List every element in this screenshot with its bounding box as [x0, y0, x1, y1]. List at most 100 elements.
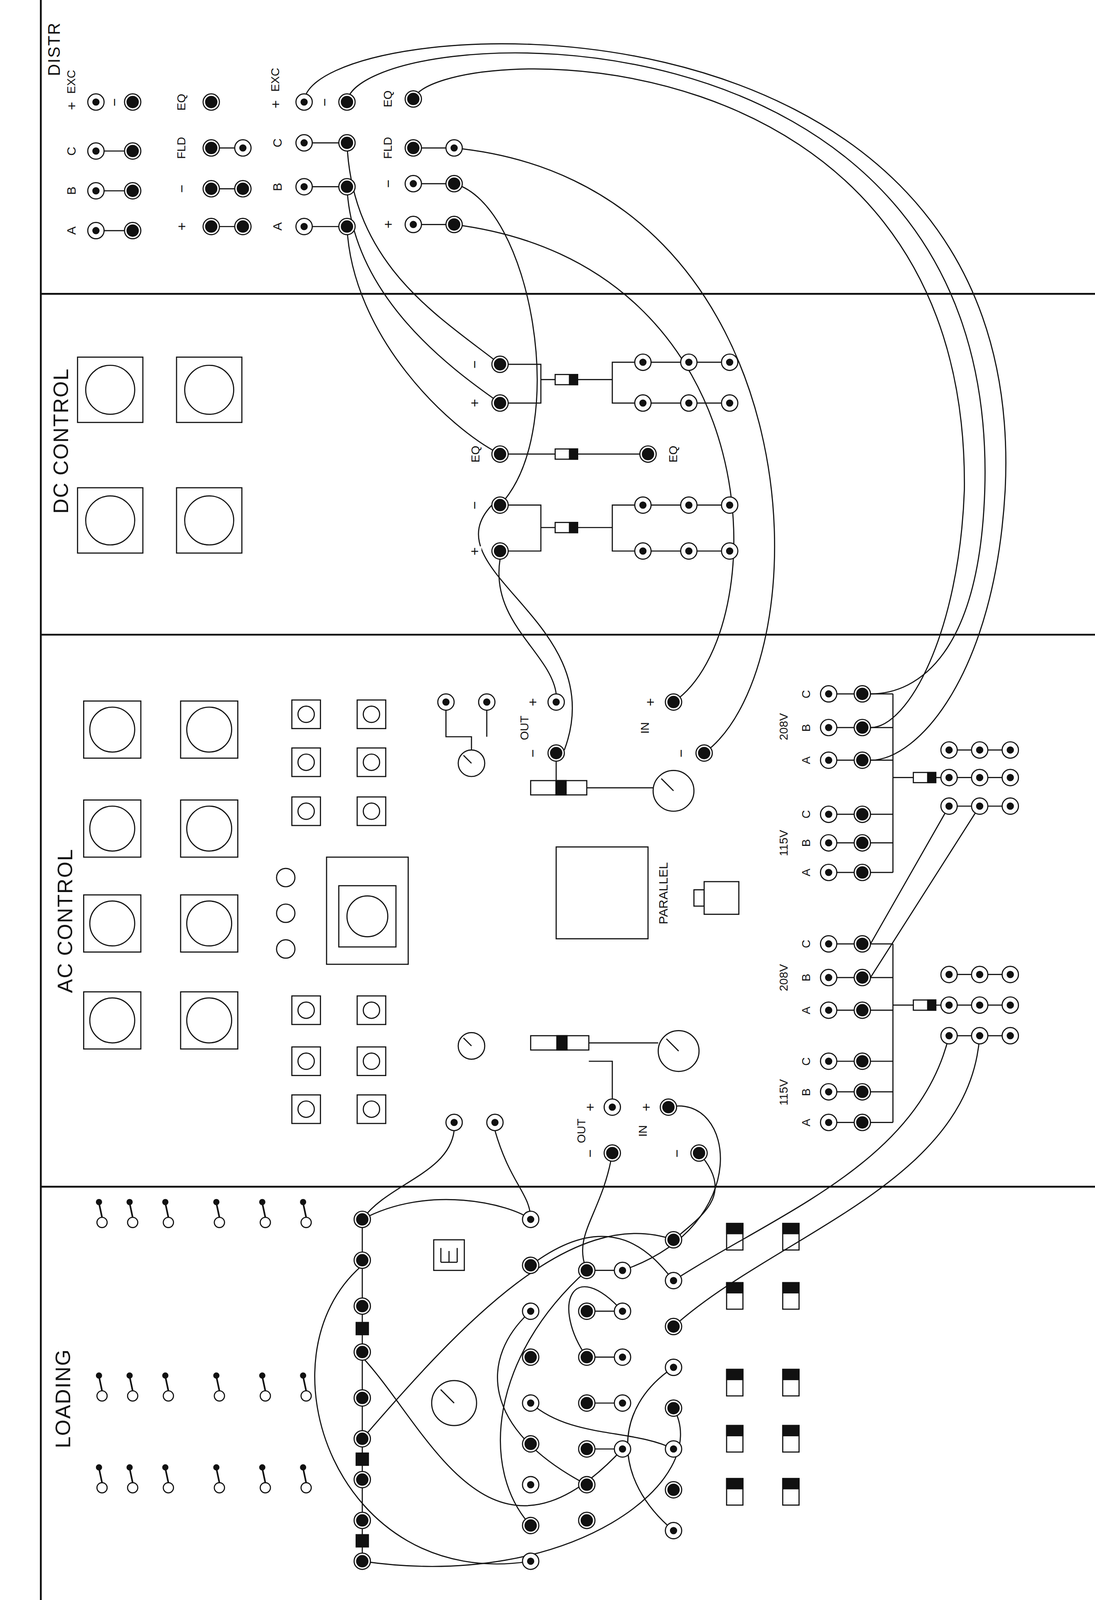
toggle-tip	[127, 1464, 133, 1470]
plug-resistor-cap	[569, 374, 578, 385]
terminal-center	[356, 1213, 369, 1225]
toggle-lever	[129, 1203, 133, 1218]
terminal-center	[494, 545, 506, 557]
terminal-center	[1007, 1001, 1014, 1009]
polarity-sign: +	[467, 397, 482, 408]
terminal-jack	[854, 1053, 871, 1070]
phase-label: C	[271, 137, 284, 149]
toggle-tip	[96, 1199, 102, 1205]
terminal-center	[1007, 1032, 1014, 1039]
phase-label: A	[800, 755, 813, 766]
terminal-center	[527, 1308, 534, 1315]
terminal-center	[825, 1058, 832, 1065]
terminal-center	[1007, 971, 1014, 978]
bus-link	[870, 1121, 894, 1123]
bus-link	[870, 871, 894, 874]
polarity-sign: +	[268, 99, 283, 110]
jumper-link	[957, 776, 972, 779]
terminal-center	[356, 1432, 369, 1444]
terminal-jack	[491, 394, 509, 411]
patch-cord	[673, 1035, 980, 1327]
small-control-plate	[292, 796, 321, 826]
toggle-lever	[216, 1468, 220, 1483]
terminal-center	[494, 358, 506, 370]
terminal-center	[93, 187, 100, 194]
terminal-center	[619, 1353, 626, 1361]
jumper-link	[104, 230, 125, 232]
plug-resistor-cap	[927, 772, 936, 783]
small-control	[297, 753, 315, 771]
terminal-jack	[491, 355, 509, 373]
terminal-center	[525, 1259, 537, 1271]
terminal-label: EQ	[175, 92, 188, 111]
terminal-jack	[522, 1552, 539, 1569]
jumper-link	[836, 871, 855, 874]
dial-pointer	[440, 1389, 455, 1403]
terminal-center	[619, 1308, 626, 1315]
slide-control-tab	[556, 1035, 568, 1050]
terminal-jack	[353, 1512, 371, 1529]
terminal-jack	[971, 797, 988, 815]
small-control	[297, 802, 315, 820]
terminal-jack	[338, 93, 356, 111]
toggle-base	[214, 1217, 225, 1228]
small-control-plate	[292, 1046, 321, 1076]
phase-label: A	[800, 867, 813, 878]
toggle-base	[214, 1390, 225, 1402]
plug-resistor-cap	[569, 449, 578, 460]
terminal-jack	[353, 1297, 371, 1314]
phase-label: B	[800, 722, 813, 733]
terminal-center	[856, 971, 868, 983]
phase-label: B	[800, 972, 813, 983]
toggle-base	[127, 1217, 138, 1228]
terminal-jack	[578, 1512, 595, 1529]
plug-resistor	[554, 374, 578, 385]
terminal-center	[825, 1088, 832, 1095]
patch-cord	[362, 1130, 455, 1220]
plug-resistor	[913, 772, 936, 783]
terminal-center	[1007, 802, 1014, 810]
bus-link	[893, 1004, 914, 1006]
terminal-jack	[721, 394, 738, 411]
terminal-jack	[405, 175, 422, 192]
terminal-jack	[486, 1114, 504, 1131]
meter-window	[338, 885, 397, 947]
control-knob	[89, 997, 135, 1043]
patch-cord	[304, 43, 1006, 760]
slide-switch	[782, 1425, 799, 1452]
section-title: AC CONTROL	[54, 848, 76, 993]
terminal-center	[825, 940, 832, 947]
terminal-center	[451, 144, 458, 152]
terminal-center	[667, 696, 680, 708]
jumper-link	[836, 842, 855, 844]
terminal-jack	[203, 139, 220, 156]
panel-parts	[40, 0, 1095, 1600]
terminal-center	[237, 220, 249, 233]
terminal-center	[356, 1300, 369, 1312]
jumper-link	[312, 186, 339, 188]
patch-cord	[673, 1152, 715, 1240]
terminal-jack	[295, 93, 312, 111]
terminal-jack	[522, 1257, 539, 1274]
small-control	[363, 706, 380, 723]
terminal-jack	[634, 353, 651, 371]
slide-switch-cap	[726, 1425, 743, 1436]
jumper-link	[836, 759, 855, 761]
terminal-jack	[971, 1027, 988, 1044]
terminal-jack	[940, 741, 958, 759]
panel-wires	[304, 43, 1006, 1567]
toggle-lever	[165, 1468, 169, 1483]
phase-label: C	[800, 1056, 813, 1067]
load-resistor	[355, 1322, 369, 1335]
dial-pointer	[661, 778, 674, 791]
terminal-center	[1007, 746, 1014, 754]
terminal-jack	[203, 93, 220, 111]
indicator-lamp	[276, 868, 295, 887]
terminal-center	[945, 1032, 953, 1039]
terminal-center	[825, 1119, 832, 1126]
meter-dial	[431, 1380, 477, 1426]
jumper-link	[594, 1356, 615, 1358]
section-divider	[40, 633, 1095, 636]
small-control-plate	[357, 699, 386, 729]
